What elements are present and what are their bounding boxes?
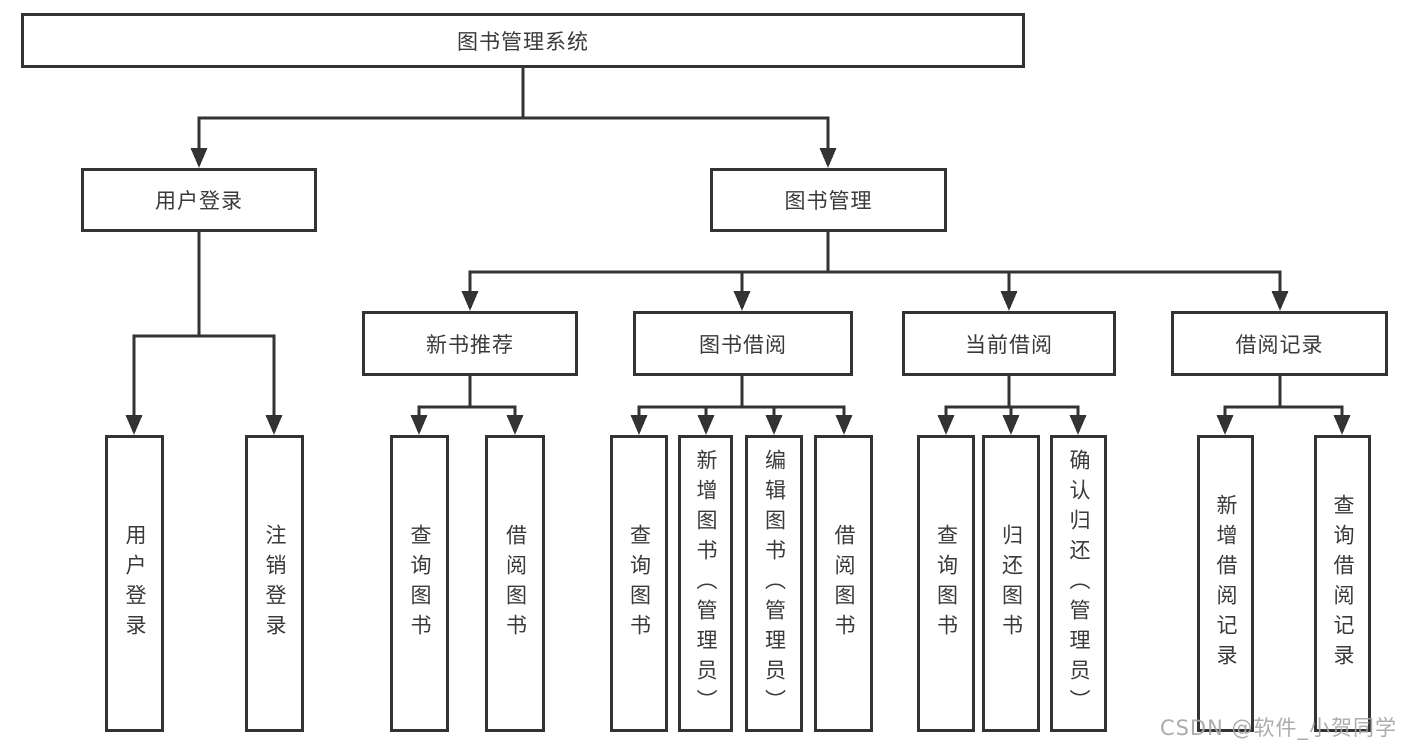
node-label: 图书管理系统 — [457, 29, 589, 54]
node-book-management: 图书管理 — [710, 168, 947, 232]
leaf-borrow-books-recommend: 借阅图书 — [485, 435, 545, 732]
leaf-edit-books-admin: 编辑图书（管理员） — [745, 435, 803, 732]
node-label: 确认归还（管理员） — [1067, 448, 1091, 719]
node-borrowing-records: 借阅记录 — [1171, 311, 1388, 376]
leaf-query-books-recommend: 查询图书 — [390, 435, 449, 732]
node-label: 借阅图书 — [832, 523, 856, 644]
leaf-user-login: 用户登录 — [105, 435, 164, 732]
node-label: 当前借阅 — [965, 332, 1053, 357]
node-label: 查询图书 — [408, 523, 432, 644]
leaf-query-books-current: 查询图书 — [917, 435, 975, 732]
node-label: 新增借阅记录 — [1214, 493, 1238, 674]
leaf-confirm-return-admin: 确认归还（管理员） — [1050, 435, 1107, 732]
watermark: CSDN @软件_小贺同学 — [1159, 716, 1397, 740]
node-book-borrowing: 图书借阅 — [633, 311, 853, 376]
node-current-borrowing: 当前借阅 — [902, 311, 1116, 376]
node-label: 注销登录 — [263, 523, 287, 644]
node-new-book-recommend: 新书推荐 — [362, 311, 578, 376]
leaf-return-books: 归还图书 — [982, 435, 1040, 732]
leaf-logout: 注销登录 — [245, 435, 304, 732]
node-label: 归还图书 — [999, 523, 1024, 644]
leaf-borrow-books-borrowing: 借阅图书 — [814, 435, 873, 732]
node-label: 编辑图书（管理员） — [762, 448, 787, 719]
node-label: 图书借阅 — [699, 332, 787, 357]
node-label: 借阅记录 — [1235, 332, 1324, 357]
node-label: 查询借阅记录 — [1331, 493, 1355, 674]
leaf-add-books-admin: 新增图书（管理员） — [678, 435, 733, 732]
leaf-add-borrow-record: 新增借阅记录 — [1197, 435, 1254, 732]
node-root: 图书管理系统 — [21, 13, 1025, 68]
node-label: 用户登录 — [155, 189, 243, 213]
leaf-query-books-borrowing: 查询图书 — [610, 435, 668, 732]
node-user-login: 用户登录 — [81, 168, 317, 232]
node-label: 借阅图书 — [503, 523, 528, 644]
node-label: 新增图书（管理员） — [694, 448, 718, 719]
leaf-query-borrow-record: 查询借阅记录 — [1314, 435, 1371, 732]
node-label: 查询图书 — [627, 523, 652, 644]
node-label: 查询图书 — [934, 523, 959, 644]
node-label: 新书推荐 — [426, 332, 514, 357]
node-label: 用户登录 — [123, 523, 147, 644]
node-label: 图书管理 — [784, 189, 873, 213]
